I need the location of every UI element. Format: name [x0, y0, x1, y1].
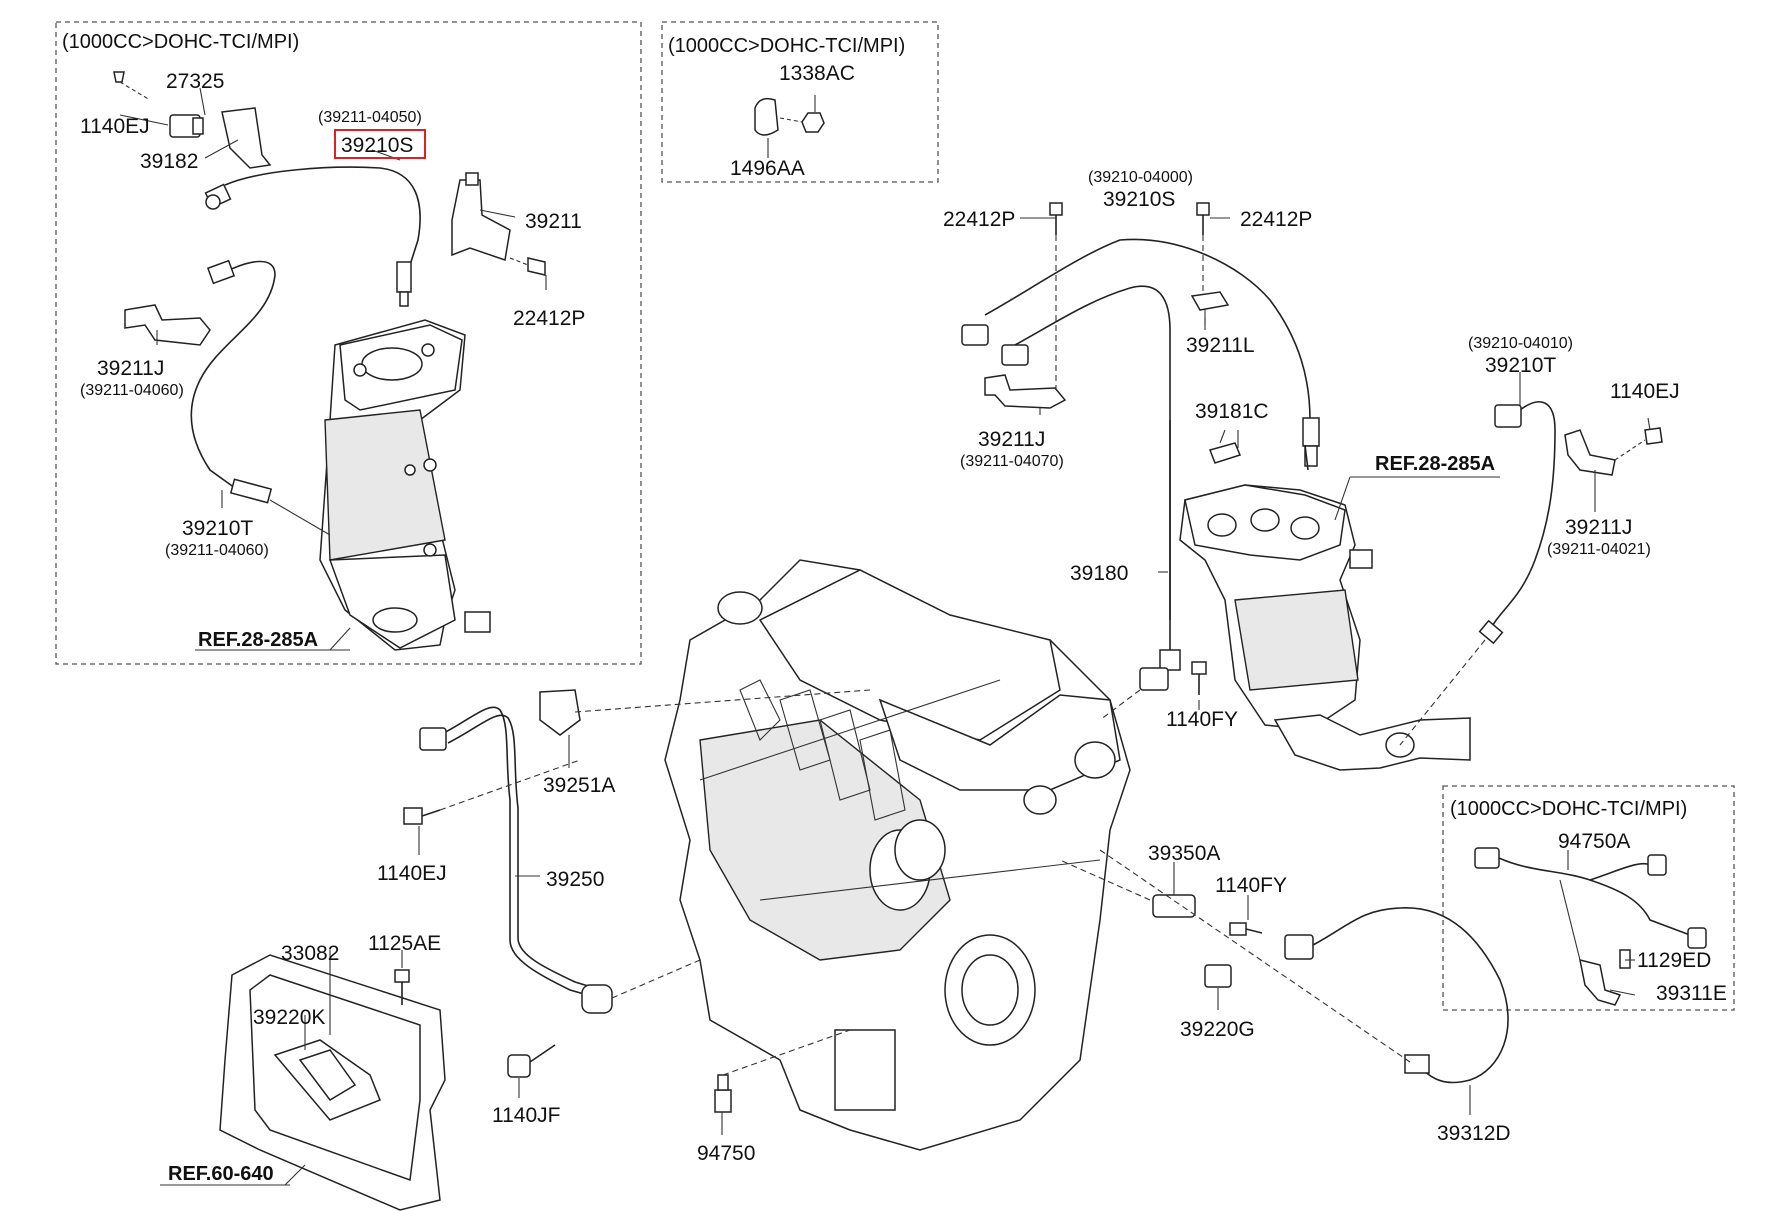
label-39251A[interactable]: 39251A [543, 774, 615, 797]
bracket-39211J-right [1564, 427, 1663, 476]
bracket-39211L [1190, 291, 1230, 325]
label-1140FY-b[interactable]: 1140FY [1215, 874, 1287, 897]
group-box-3 [1442, 785, 1735, 1011]
label-39211J-c-sub: (39211-04021) [1547, 541, 1651, 558]
bolt-1140FY-upper [1099, 661, 1207, 721]
label-1140JF[interactable]: 1140JF [492, 1104, 561, 1127]
sensor-94750 [714, 1029, 851, 1113]
label-39210S-a-sub: (39211-04050) [318, 109, 422, 126]
bracket-39211 [451, 172, 546, 276]
engine-block [664, 559, 1131, 1151]
sensor-39180 [1139, 420, 1242, 691]
label-1496AA[interactable]: 1496AA [730, 157, 805, 180]
harness-94750A [1474, 847, 1707, 1006]
label-39211J-a[interactable]: 39211J [97, 357, 164, 380]
label-39350A[interactable]: 39350A [1148, 842, 1220, 865]
o2-sensor-lower-left [190, 259, 331, 536]
label-39181C[interactable]: 39181C [1195, 400, 1269, 423]
bolt-22412P-right-2 [1196, 202, 1210, 295]
bracket-39211J-mid [984, 374, 1067, 409]
label-39210S-a[interactable]: 39210S [341, 134, 413, 157]
ref-28-285A-b[interactable]: REF.28-285A [1375, 453, 1495, 475]
label-22412P-b[interactable]: 22412P [943, 208, 1015, 231]
ref-28-285A-a[interactable]: REF.28-285A [198, 629, 318, 651]
clip-1496AA [754, 95, 825, 158]
bolt-1140EJ-left [403, 759, 581, 825]
label-39180[interactable]: 39180 [1070, 562, 1128, 585]
label-1338AC[interactable]: 1338AC [779, 62, 855, 85]
label-39210T-b[interactable]: 39210T [1485, 354, 1556, 377]
group-header-1: (1000CC>DOHC-TCI/MPI) [62, 31, 299, 53]
catalytic-converter-2 [1179, 484, 1471, 771]
label-39211J-b[interactable]: 39211J [978, 428, 1045, 451]
label-39210T-a[interactable]: 39210T [182, 517, 253, 540]
label-39210T-a-sub: (39211-04060) [165, 542, 269, 559]
label-1140EJ-b[interactable]: 1140EJ [1610, 380, 1680, 403]
knock-sensor-27325 [113, 71, 272, 169]
group-header-2: (1000CC>DOHC-TCI/MPI) [668, 35, 905, 57]
o2-sensor-right-upper [961, 238, 1320, 620]
label-39210S-b[interactable]: 39210S [1103, 188, 1175, 211]
label-1125AE[interactable]: 1125AE [368, 932, 441, 955]
label-39211J-c[interactable]: 39211J [1565, 516, 1632, 539]
label-1140EJ-a[interactable]: 1140EJ [80, 115, 150, 138]
label-22412P-c[interactable]: 22412P [1240, 208, 1312, 231]
highlight-box-39210S [334, 129, 426, 159]
label-1129ED[interactable]: 1129ED [1637, 949, 1711, 972]
label-39182[interactable]: 39182 [140, 150, 198, 173]
label-39211J-b-sub: (39211-04070) [960, 453, 1064, 470]
group-box-1 [55, 21, 642, 665]
radiator-support-frame [219, 954, 446, 1211]
label-39210S-b-sub: (39210-04000) [1088, 169, 1193, 186]
catalytic-converter-1 [319, 319, 491, 651]
label-27325[interactable]: 27325 [166, 70, 224, 93]
label-1140FY-a[interactable]: 1140FY [1166, 708, 1238, 731]
ref-60-640[interactable]: REF.60-640 [168, 1163, 274, 1185]
bolt-1140JF [507, 1044, 556, 1078]
label-39211[interactable]: 39211 [525, 210, 582, 233]
label-39250[interactable]: 39250 [546, 868, 604, 891]
o2-sensor-right-lower [1399, 401, 1556, 746]
hose-39250 [419, 689, 871, 1014]
label-39220G[interactable]: 39220G [1180, 1018, 1255, 1041]
sensor-39350A [1059, 859, 1263, 988]
label-39211J-a-sub: (39211-04060) [80, 382, 184, 399]
label-39312D[interactable]: 39312D [1437, 1122, 1511, 1145]
group-box-2 [661, 21, 939, 183]
group-header-3: (1000CC>DOHC-TCI/MPI) [1450, 798, 1687, 820]
label-94750A[interactable]: 94750A [1558, 830, 1630, 853]
label-1140EJ-c[interactable]: 1140EJ [377, 862, 447, 885]
bolt-22412P-right-1 [1049, 202, 1063, 390]
label-33082[interactable]: 33082 [281, 942, 339, 965]
label-22412P-a[interactable]: 22412P [513, 307, 585, 330]
sensor-39312D [1099, 849, 1509, 1084]
o2-sensor-upper-left [204, 166, 421, 307]
label-39211L[interactable]: 39211L [1186, 334, 1255, 357]
bracket-39211J-left [124, 304, 211, 346]
label-39210T-b-sub: (39210-04010) [1468, 335, 1573, 352]
label-94750[interactable]: 94750 [697, 1142, 755, 1165]
label-39220K[interactable]: 39220K [253, 1006, 325, 1029]
label-39311E[interactable]: 39311E [1656, 982, 1727, 1005]
